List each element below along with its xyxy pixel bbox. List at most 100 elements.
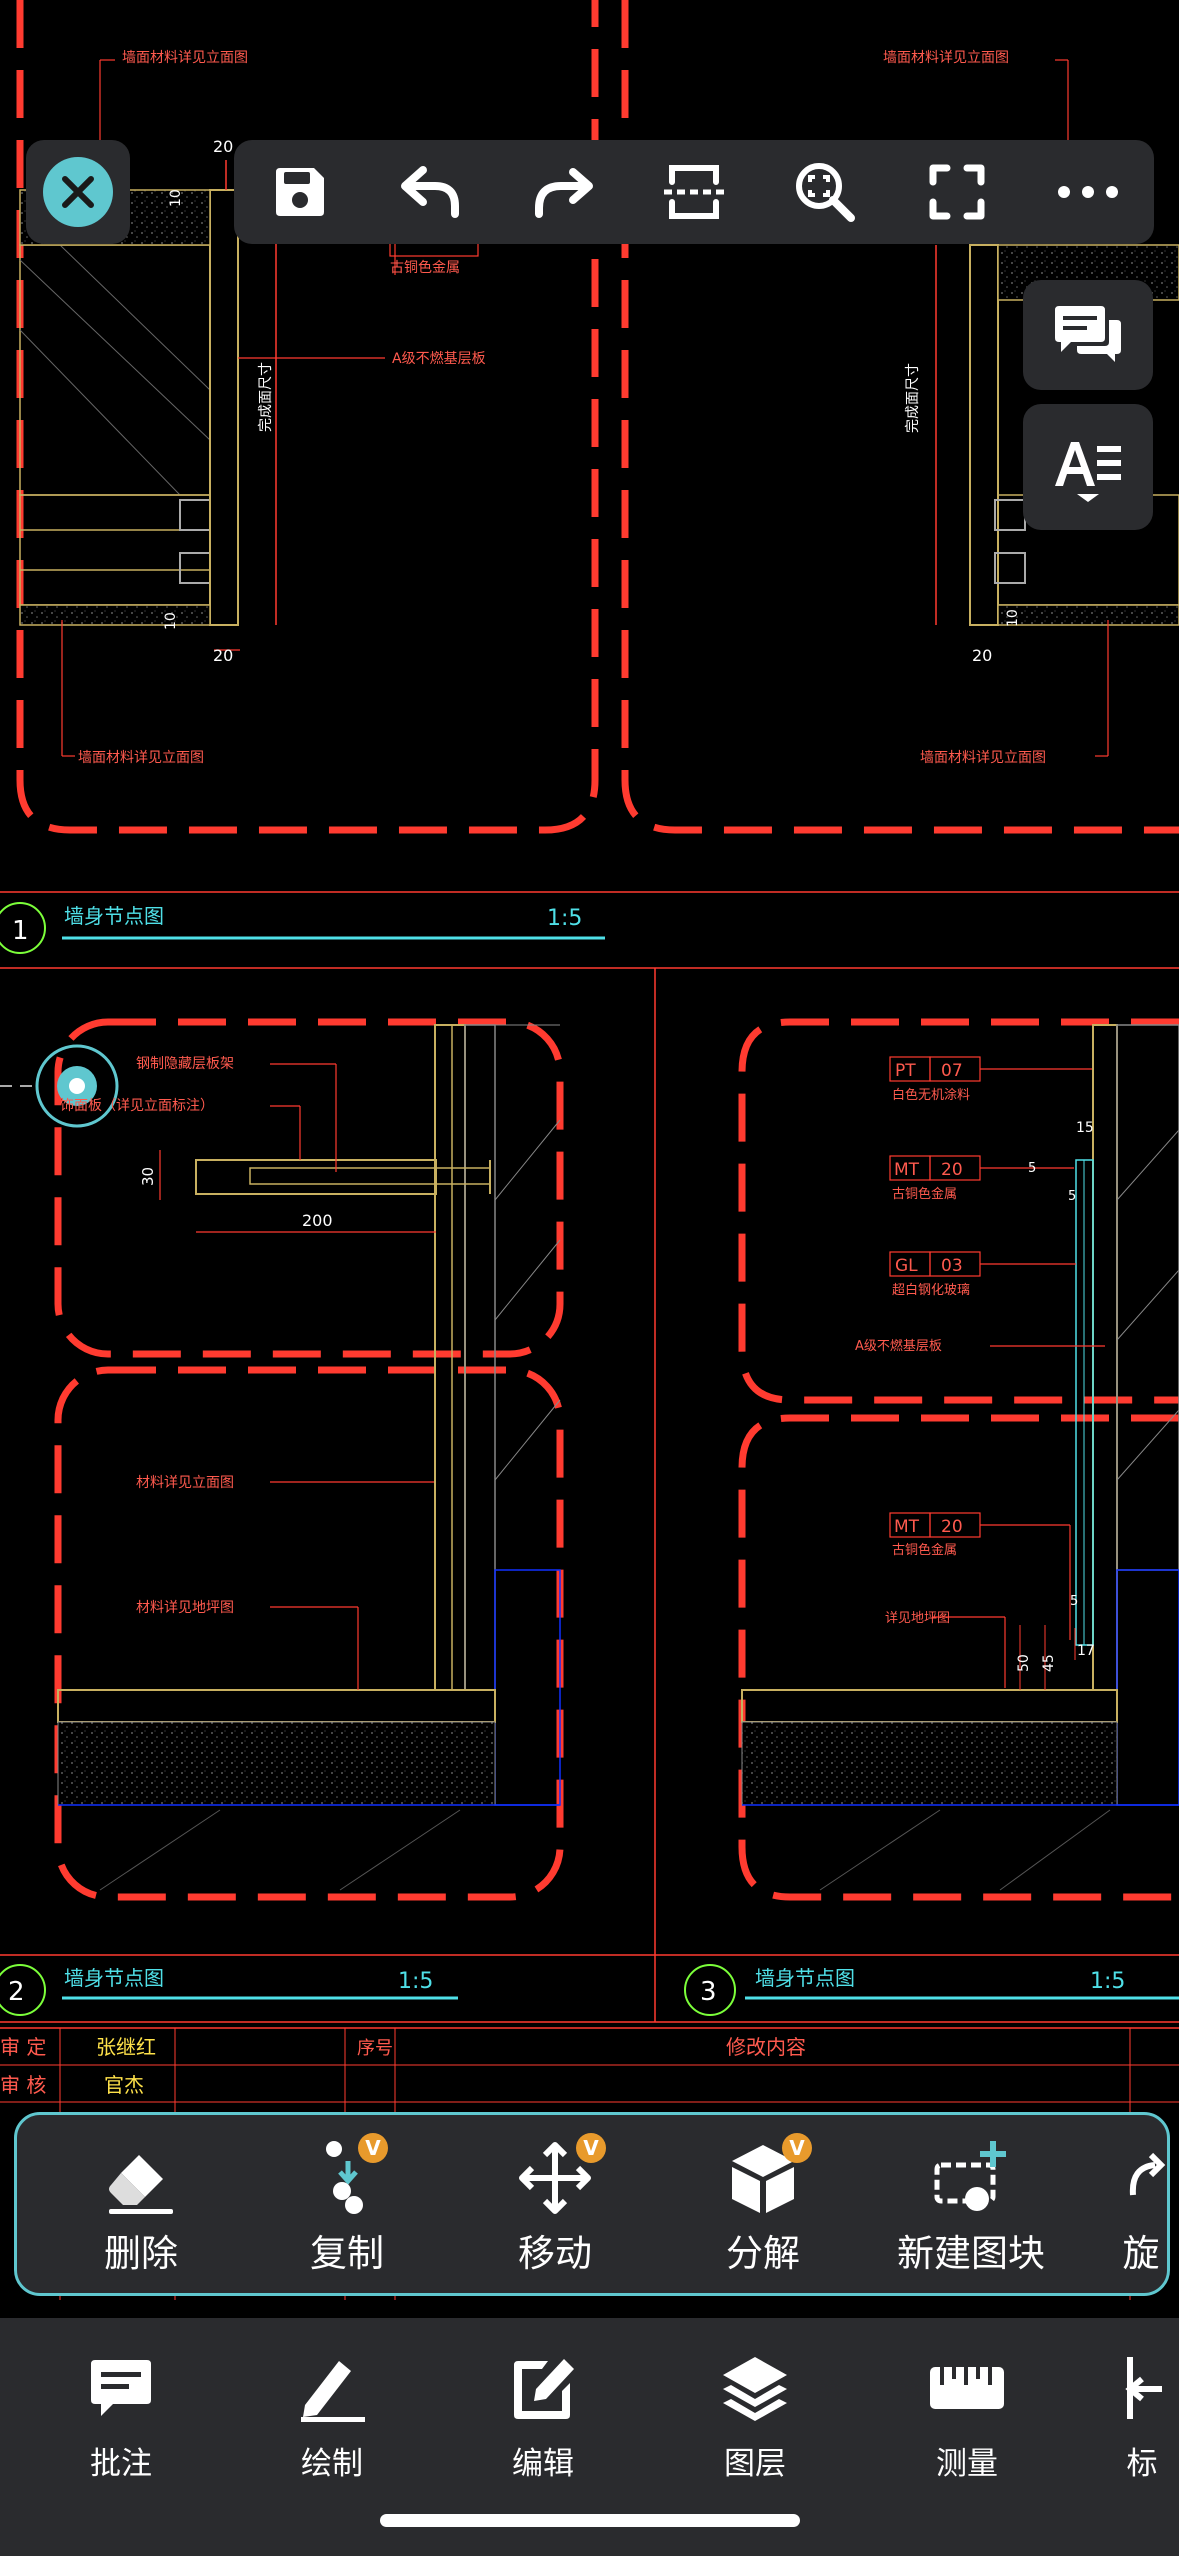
tag-mt2-num: 20 — [941, 1517, 963, 1537]
dimension-tab-label: 标 — [1126, 2446, 1158, 2482]
tag-gl: GL — [895, 1256, 918, 1276]
copy-tool[interactable]: V 复制 — [267, 2133, 427, 2277]
dim-20-b: 20 — [213, 646, 233, 665]
detail-3-number: 3 — [700, 1977, 717, 2007]
dim-17: 17 — [1077, 1643, 1095, 1659]
tag-top-mt-desc: 古铜色金属 — [390, 259, 460, 276]
more-button[interactable] — [1043, 147, 1133, 237]
edit-icon — [514, 2359, 574, 2419]
comments-icon — [1055, 306, 1121, 362]
detail-3-scale: 1:5 — [1090, 1969, 1125, 1994]
tag-gl-desc: 超白钢化玻璃 — [892, 1282, 970, 1298]
annotate-tab[interactable]: 批注 — [46, 2348, 196, 2483]
dim-45: 45 — [1041, 1654, 1057, 1672]
undo-icon — [401, 166, 460, 218]
note-wall-material-bottom-left: 墙面材料详见立面图 — [78, 750, 204, 766]
note-material-floor: 材料详见地坪图 — [136, 1600, 234, 1616]
detail-1-title: 墙身节点图 — [64, 904, 164, 928]
annotate-tab-label: 批注 — [90, 2446, 152, 2482]
edit-tab[interactable]: 编辑 — [468, 2348, 618, 2483]
zoom-window-button[interactable] — [780, 147, 870, 237]
new-block-tool-label: 新建图块 — [897, 2232, 1045, 2275]
comments-button[interactable] — [1023, 280, 1153, 390]
measure-tab-label: 测量 — [936, 2446, 998, 2482]
titleblock-row2-name: 官杰 — [104, 2073, 144, 2097]
note-floor-plan: 详见地坪图 — [885, 1611, 950, 1626]
draw-tab[interactable]: 绘制 — [257, 2348, 407, 2483]
redo-button[interactable] — [518, 147, 608, 237]
layers-tab[interactable]: 图层 — [680, 2348, 830, 2483]
explode-tool[interactable]: V 分解 — [683, 2133, 843, 2277]
rotate-tool-label: 旋 — [1122, 2232, 1160, 2275]
annotate-icon — [91, 2360, 151, 2416]
dim-50: 50 — [1016, 1654, 1032, 1672]
detail-2-title: 墙身节点图 — [64, 1966, 164, 1990]
more-icon — [1058, 186, 1119, 198]
move-tool[interactable]: V 移动 — [475, 2133, 635, 2277]
titleblock-col-content: 修改内容 — [726, 2035, 806, 2059]
close-button[interactable] — [26, 140, 130, 244]
move-tool-label: 移动 — [518, 2232, 592, 2275]
vip-badge: V — [782, 2133, 812, 2163]
zoom-window-icon — [796, 163, 856, 222]
tag-pt-desc: 白色无机涂料 — [892, 1087, 970, 1103]
section-view-button[interactable] — [649, 147, 739, 237]
rotate-icon — [1129, 2152, 1166, 2196]
dim-20-a: 20 — [213, 137, 233, 156]
detail-2-scale: 1:5 — [398, 1969, 433, 1994]
measure-tab[interactable]: 测量 — [892, 2348, 1042, 2483]
save-icon — [275, 168, 324, 216]
vip-badge: V — [576, 2133, 606, 2163]
titleblock-col-seq: 序号 — [357, 2038, 393, 2059]
text-style-button[interactable] — [1023, 404, 1153, 530]
note-shelf-finish: 饰面板（详见立面标注） — [60, 1098, 214, 1114]
detail-1-title-strip — [0, 891, 1179, 969]
detail-2-number: 2 — [8, 1977, 25, 2007]
tag-mt2-desc: 古铜色金属 — [892, 1542, 957, 1558]
layers-icon — [723, 2357, 787, 2421]
tag-gl-num: 03 — [941, 1256, 963, 1276]
close-icon — [43, 157, 113, 227]
draw-tab-label: 绘制 — [301, 2446, 363, 2482]
note-a-board-right: A级不燃基层板 — [855, 1338, 942, 1354]
titleblock-row1-label: 审 定 — [0, 2035, 46, 2059]
tag-mt1-desc: 古铜色金属 — [892, 1186, 957, 1202]
top-toolbar — [234, 140, 1154, 244]
draw-icon — [301, 2361, 365, 2422]
delete-tool-label: 删除 — [104, 2232, 178, 2275]
edit-tab-label: 编辑 — [512, 2446, 574, 2482]
tag-mt1: MT — [894, 1160, 920, 1180]
dim-10-b: 10 — [163, 612, 179, 630]
copy-icon — [326, 2141, 363, 2214]
dim-5-c: 5 — [1070, 1594, 1078, 1609]
undo-button[interactable] — [386, 147, 476, 237]
rotate-tool[interactable]: 旋 — [1081, 2137, 1167, 2277]
note-finish-size-left: 完成面尺寸 — [258, 362, 274, 432]
save-button[interactable] — [255, 147, 345, 237]
text-style-icon — [1055, 442, 1121, 502]
note-material-elev: 材料详见立面图 — [136, 1475, 234, 1491]
dim-10-a: 10 — [168, 189, 184, 207]
vip-badge: V — [358, 2133, 388, 2163]
note-a-board-top: A级不燃基层板 — [392, 350, 486, 367]
note-wall-material-top-right: 墙面材料详见立面图 — [883, 50, 1009, 66]
tag-mt2: MT — [894, 1517, 920, 1537]
detail-1-left-view — [16, 0, 599, 834]
note-finish-size-right: 完成面尺寸 — [905, 363, 921, 433]
dim-20-c: 20 — [972, 646, 992, 665]
explode-icon — [732, 2145, 794, 2213]
bottom-navigation: 批注 绘制 编辑 图层 测量 标 — [0, 2318, 1179, 2556]
home-indicator[interactable] — [380, 2514, 800, 2527]
section-view-icon — [663, 165, 724, 219]
fullscreen-button[interactable] — [912, 147, 1002, 237]
move-icon — [519, 2142, 591, 2214]
note-wall-material-bottom-right: 墙面材料详见立面图 — [920, 750, 1046, 766]
detail-2-3-title-strip — [0, 1954, 1179, 2023]
delete-tool[interactable]: 删除 — [61, 2137, 221, 2277]
explode-tool-label: 分解 — [726, 2232, 800, 2275]
cursor-marker[interactable] — [0, 1044, 119, 1128]
dimension-tab[interactable]: 标 — [1092, 2348, 1179, 2483]
new-block-tool[interactable]: 新建图块 — [891, 2137, 1051, 2277]
dim-15: 15 — [1076, 1120, 1094, 1136]
titleblock-row1-name: 张继红 — [96, 2035, 156, 2059]
